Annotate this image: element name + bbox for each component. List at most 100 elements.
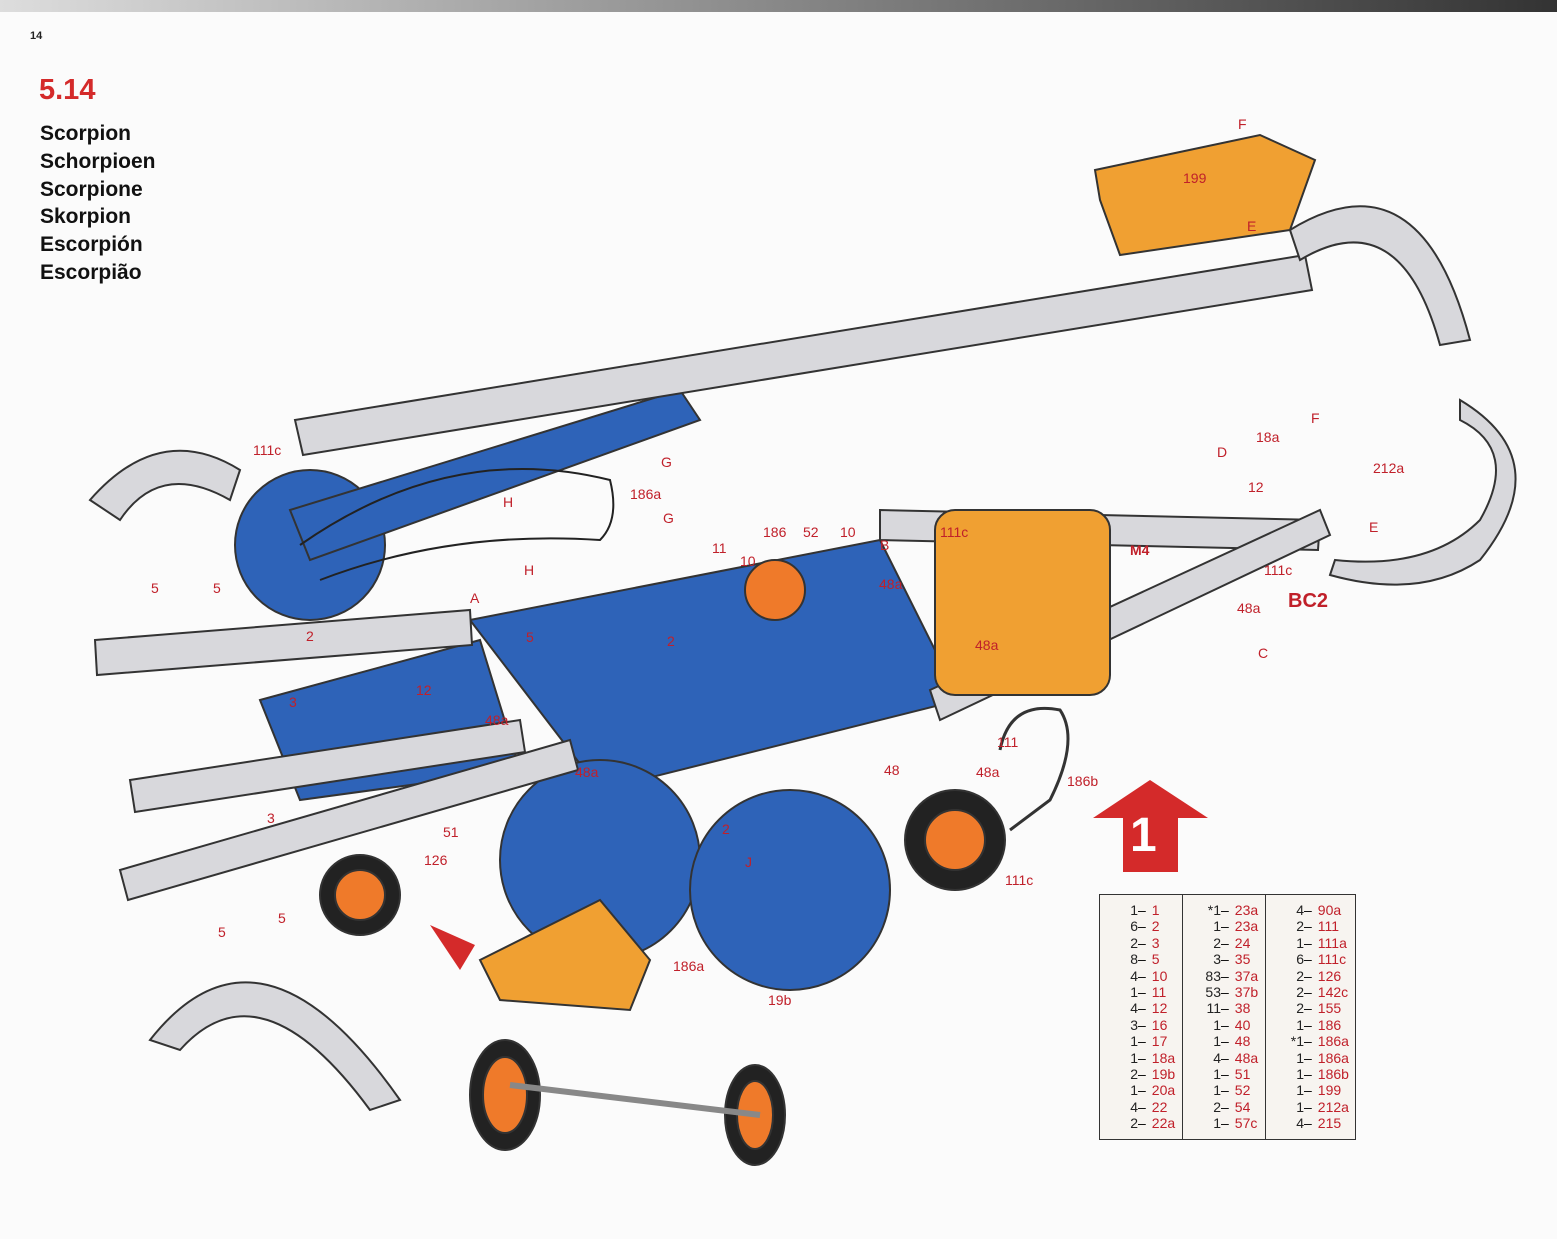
axle (509, 1082, 761, 1118)
part-number: 48a (1234, 1049, 1259, 1066)
drive-belt (299, 467, 615, 581)
part-number: 10 (1151, 967, 1168, 984)
parts-row: 1–199 (1272, 1082, 1349, 1098)
part-quantity: 11 (1206, 1000, 1221, 1017)
part-number: 5 (1151, 951, 1160, 968)
part-callout: 5 (218, 924, 226, 940)
part-callout: E (1247, 218, 1257, 234)
part-quantity: *1 (1207, 902, 1221, 918)
parts-row: 2–24 (1189, 935, 1259, 951)
long-strip (293, 253, 1314, 457)
part-callout: 10 (840, 524, 856, 540)
part-number: 35 (1234, 951, 1251, 968)
parts-row: 3–16 (1106, 1017, 1176, 1033)
part-callout: A (470, 590, 480, 606)
parts-row: 1–20a (1106, 1082, 1176, 1098)
part-number: 52 (1234, 1082, 1251, 1099)
parts-row: 1–51 (1189, 1066, 1259, 1082)
step-number: 1 (1130, 809, 1157, 862)
part-callout: 48a (485, 712, 509, 728)
part-callout: 111c (1005, 872, 1034, 888)
part-quantity: 4 (1130, 1000, 1138, 1017)
part-callout: 111c (1264, 562, 1293, 578)
part-number: 186a (1317, 1049, 1349, 1066)
part-quantity: 2 (1130, 934, 1138, 951)
part-number: 12 (1151, 1000, 1168, 1017)
part-number: 48 (1234, 1033, 1251, 1050)
part-callout: 111 (997, 734, 1019, 750)
parts-row: 1–17 (1106, 1033, 1176, 1049)
parts-row: 1–186b (1272, 1066, 1349, 1082)
claw-left-bottom (148, 981, 402, 1112)
title-en: Scorpion (40, 122, 132, 145)
part-callout: 52 (803, 524, 819, 540)
parts-row: 2–19b (1106, 1066, 1176, 1082)
part-callout: 51 (443, 824, 459, 840)
part-callout: G (663, 510, 674, 526)
pulley-186 (744, 559, 806, 621)
part-quantity: 6 (1296, 951, 1304, 968)
part-callout: D (1217, 444, 1228, 460)
parts-row: 6–111c (1272, 951, 1349, 967)
part-quantity: 1 (1130, 1033, 1138, 1050)
strip-left-3 (118, 738, 580, 902)
parts-row: *1–186a (1272, 1033, 1349, 1049)
title-pt: Escorpião (40, 260, 142, 284)
part-quantity: 1 (1213, 1082, 1221, 1099)
title-it: Scorpione (40, 177, 143, 201)
part-callout: 48a (976, 764, 1000, 780)
parts-row: 1–52 (1189, 1082, 1259, 1098)
pointer-triangle (430, 925, 475, 970)
part-callout: 2 (306, 628, 314, 644)
parts-row: 6–2 (1106, 918, 1176, 934)
title-nl: Schorpioen (40, 149, 156, 173)
part-quantity: 1 (1130, 902, 1138, 918)
part-callout: 5 (278, 910, 286, 926)
part-quantity: 2 (1296, 967, 1304, 984)
part-callout: 48a (879, 576, 903, 592)
parts-row: 2–22a (1106, 1115, 1176, 1131)
parts-row: 4–48a (1189, 1050, 1259, 1066)
parts-row: *1–23a (1189, 902, 1259, 918)
part-number: 23a (1234, 918, 1259, 935)
parts-row: 1–1 (1106, 902, 1176, 918)
parts-row: 1–212a (1272, 1099, 1349, 1115)
part-number: 111a (1317, 934, 1347, 951)
part-number: 142c (1317, 984, 1349, 1001)
part-callout: BC2 (1288, 590, 1329, 612)
part-callout: 2 (667, 633, 675, 649)
part-quantity: 1 (1296, 1066, 1304, 1083)
parts-row: 2–142c (1272, 984, 1349, 1000)
parts-row: 2–126 (1272, 968, 1349, 984)
flanged-plate-199 (1093, 133, 1317, 257)
title-es: Escorpión (40, 233, 143, 257)
part-number: 3 (1151, 934, 1160, 951)
part-callout: 12 (416, 682, 432, 698)
part-quantity: 4 (1296, 1115, 1304, 1132)
parts-row: 1–23a (1189, 918, 1259, 934)
part-quantity: 1 (1213, 1115, 1221, 1132)
part-callout: H (503, 494, 514, 510)
tail-hook (1328, 398, 1517, 586)
part-callout: E (1369, 519, 1379, 535)
parts-row: 1–57c (1189, 1115, 1259, 1131)
parts-row: 4–12 (1106, 1000, 1176, 1016)
orange-bracket (478, 898, 652, 1012)
part-callout: 212a (1373, 460, 1405, 476)
part-quantity: 1 (1296, 1049, 1304, 1066)
part-number: 215 (1317, 1115, 1342, 1132)
parts-row: 1–186 (1272, 1017, 1349, 1033)
tail-claw (1288, 205, 1472, 347)
part-callout: 10 (740, 553, 756, 569)
part-number: 20a (1151, 1082, 1176, 1099)
part-number: 37b (1234, 984, 1259, 1001)
part-quantity: 1 (1296, 1098, 1304, 1115)
part-callout: F (1311, 410, 1320, 426)
part-quantity: 1 (1213, 1033, 1221, 1050)
part-callout: 3 (267, 810, 275, 826)
part-callout: 5 (526, 629, 534, 645)
